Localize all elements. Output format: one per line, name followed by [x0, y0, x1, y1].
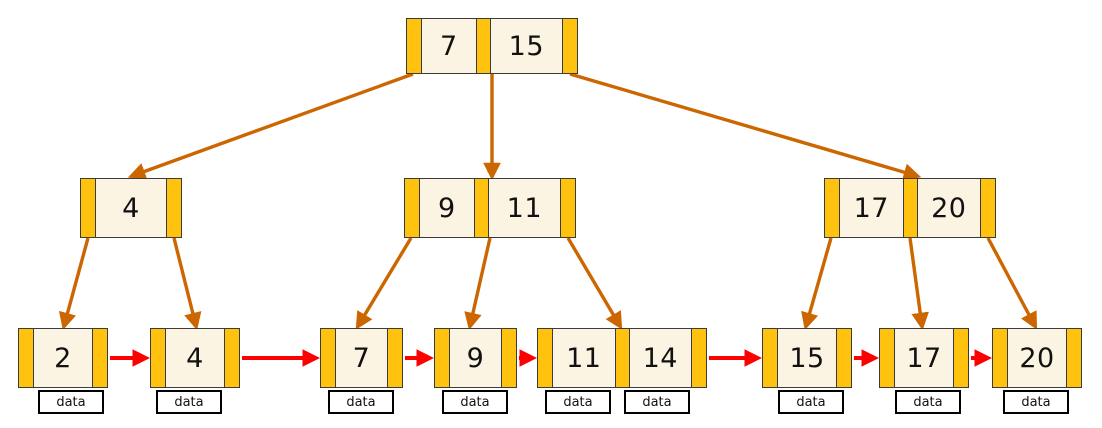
data-box-leaf-9[interactable]: data: [442, 390, 508, 414]
data-box-leaf-17[interactable]: data: [895, 390, 961, 414]
key-cell-internal-middle-11: 11: [488, 179, 561, 237]
node-leaf-2[interactable]: 2: [18, 328, 108, 388]
pointer-bar-leaf-2-1[interactable]: [92, 329, 107, 387]
pointer-bar-leaf-9-1[interactable]: [501, 329, 516, 387]
key-cell-leaf-11-14-11: 11: [553, 329, 615, 387]
pointer-bar-leaf-20-0[interactable]: [993, 329, 1008, 387]
pointer-bar-leaf-20-1[interactable]: [1066, 329, 1081, 387]
key-cell-leaf-2-2: 2: [34, 329, 92, 387]
tree-edge-internal-middle-to-leaf-11: [566, 237, 623, 330]
pointer-bar-leaf-4-1[interactable]: [224, 329, 239, 387]
pointer-bar-root-0[interactable]: [407, 19, 422, 73]
data-box-leaf-11[interactable]: data: [545, 390, 611, 414]
tree-edge-root-to-internal-right: [569, 72, 922, 181]
pointer-bar-root-2[interactable]: [562, 19, 578, 73]
node-root[interactable]: 7 15: [406, 18, 578, 74]
pointer-bar-leaf-7-0[interactable]: [321, 329, 336, 387]
data-box-leaf-15[interactable]: data: [778, 390, 844, 414]
data-box-leaf-2[interactable]: data: [38, 390, 104, 414]
tree-edge-internal-left-to-leaf-4: [172, 237, 202, 331]
pointer-bar-root-1[interactable]: [475, 19, 491, 73]
key-cell-root-7: 7: [422, 19, 476, 73]
tree-edge-internal-middle-to-leaf-7: [355, 237, 413, 330]
key-cell-leaf-15-15: 15: [778, 329, 836, 387]
pointer-bar-leaf-11-14-2[interactable]: [691, 329, 706, 387]
node-leaf-20[interactable]: 20: [992, 328, 1082, 388]
tree-edge-internal-left-to-leaf-2: [58, 237, 90, 331]
pointer-bar-internal-right-2[interactable]: [980, 179, 995, 237]
pointer-bar-leaf-11-14-1[interactable]: [614, 329, 630, 387]
pointer-bar-leaf-11-14-0[interactable]: [538, 329, 553, 387]
pointer-bar-leaf-7-1[interactable]: [387, 329, 402, 387]
node-leaf-15[interactable]: 15: [762, 328, 852, 388]
pointer-bar-internal-left-0[interactable]: [81, 179, 96, 237]
data-box-leaf-20[interactable]: data: [1003, 390, 1069, 414]
key-cell-internal-right-20: 20: [917, 179, 980, 237]
tree-edge-internal-right-to-leaf-20: [986, 237, 1038, 330]
key-cell-leaf-4-4: 4: [166, 329, 224, 387]
key-cell-internal-left-4: 4: [96, 179, 166, 237]
node-leaf-4[interactable]: 4: [150, 328, 240, 388]
key-cell-root-15: 15: [490, 19, 563, 73]
pointer-bar-leaf-15-0[interactable]: [763, 329, 778, 387]
pointer-bar-internal-right-0[interactable]: [825, 179, 840, 237]
pointer-bar-internal-right-1[interactable]: [902, 179, 918, 237]
node-internal-left[interactable]: 4: [80, 178, 182, 238]
data-box-leaf-14[interactable]: data: [624, 390, 690, 414]
tree-edge-internal-middle-to-leaf-9: [464, 237, 492, 331]
pointer-bar-internal-left-1[interactable]: [166, 179, 181, 237]
key-cell-leaf-11-14-14: 14: [629, 329, 691, 387]
data-box-leaf-7[interactable]: data: [328, 390, 394, 414]
pointer-bar-leaf-9-0[interactable]: [435, 329, 450, 387]
pointer-bar-leaf-4-0[interactable]: [151, 329, 166, 387]
pointer-bar-leaf-15-1[interactable]: [836, 329, 851, 387]
pointer-bar-internal-middle-0[interactable]: [405, 179, 420, 237]
tree-edge-root-to-internal-left: [127, 72, 414, 180]
pointer-bar-leaf-17-1[interactable]: [953, 329, 968, 387]
data-box-leaf-4[interactable]: data: [156, 390, 222, 414]
key-cell-leaf-20-20: 20: [1008, 329, 1066, 387]
key-cell-leaf-7-7: 7: [336, 329, 387, 387]
node-leaf-17[interactable]: 17: [879, 328, 969, 388]
tree-edge-internal-right-to-leaf-17: [908, 237, 929, 331]
key-cell-internal-right-17: 17: [840, 179, 903, 237]
tree-edge-internal-right-to-leaf-15: [801, 237, 833, 331]
key-cell-leaf-9-9: 9: [450, 329, 501, 387]
key-cell-leaf-17-17: 17: [895, 329, 953, 387]
pointer-bar-internal-middle-1[interactable]: [473, 179, 489, 237]
node-leaf-7[interactable]: 7: [320, 328, 403, 388]
node-leaf-9[interactable]: 9: [434, 328, 517, 388]
pointer-bar-leaf-17-0[interactable]: [880, 329, 895, 387]
pointer-bar-internal-middle-2[interactable]: [560, 179, 576, 237]
pointer-bar-leaf-2-0[interactable]: [19, 329, 34, 387]
key-cell-internal-middle-9: 9: [420, 179, 474, 237]
